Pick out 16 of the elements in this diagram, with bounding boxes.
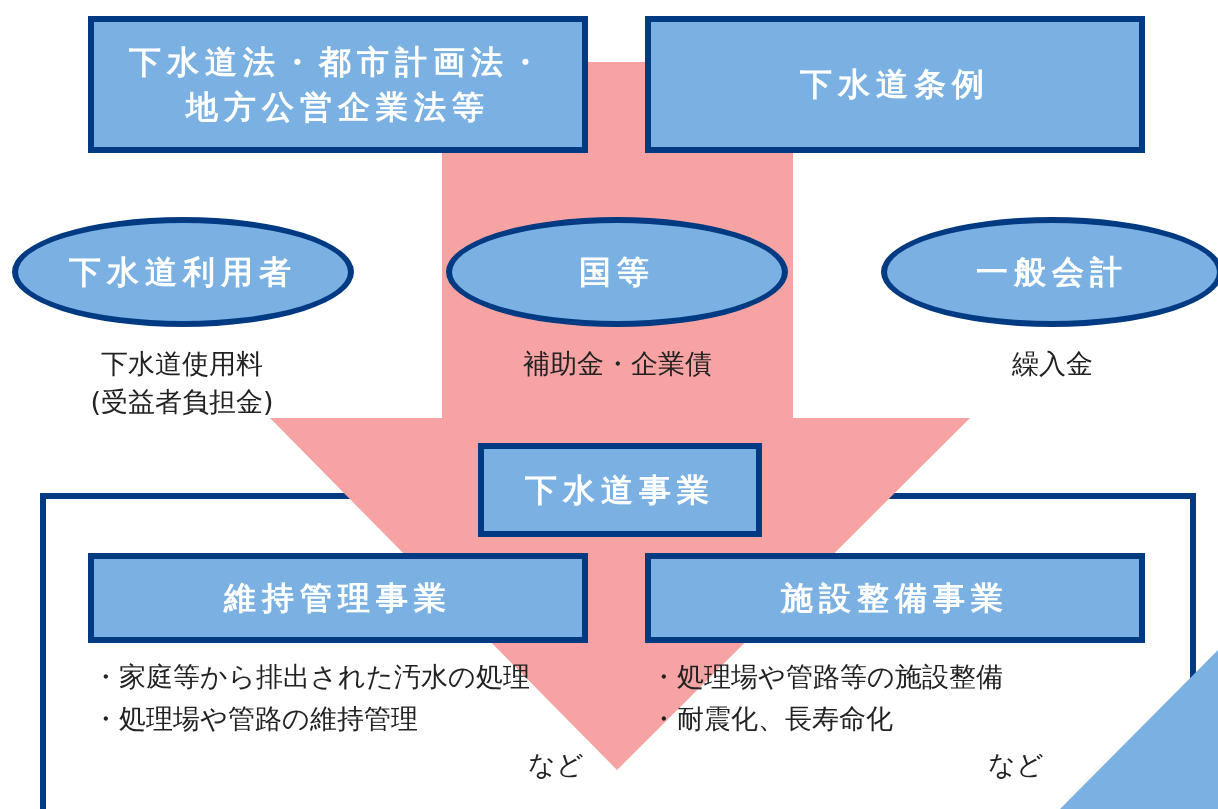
caption-text: ・処理場や管路等の施設整備 bbox=[650, 660, 1003, 694]
caption-text: ・処理場や管路の維持管理 bbox=[92, 702, 418, 736]
caption-text: など bbox=[988, 748, 1044, 782]
title-tab: 下水道事業 bbox=[478, 443, 762, 537]
caption-text: 繰入金 bbox=[1010, 347, 1094, 381]
process-box: 下水道条例 bbox=[645, 16, 1145, 153]
process-box: 維持管理事業 bbox=[88, 553, 588, 643]
caption-text: ・耐震化、長寿命化 bbox=[650, 702, 893, 736]
process-box: 施設整備事業 bbox=[645, 553, 1145, 643]
caption-text: 下水道使用料 (受益者負担金) bbox=[89, 347, 275, 419]
ellipse-node: 下水道利用者 bbox=[12, 217, 354, 327]
process-box: 下水道法・都市計画法・地方公営企業法等 bbox=[88, 16, 588, 153]
ellipse-node: 一般会計 bbox=[881, 217, 1218, 327]
caption-text: など bbox=[528, 748, 584, 782]
caption-text: 補助金・企業債 bbox=[521, 347, 713, 381]
caption-text: ・家庭等から排出された汚水の処理 bbox=[92, 660, 530, 694]
